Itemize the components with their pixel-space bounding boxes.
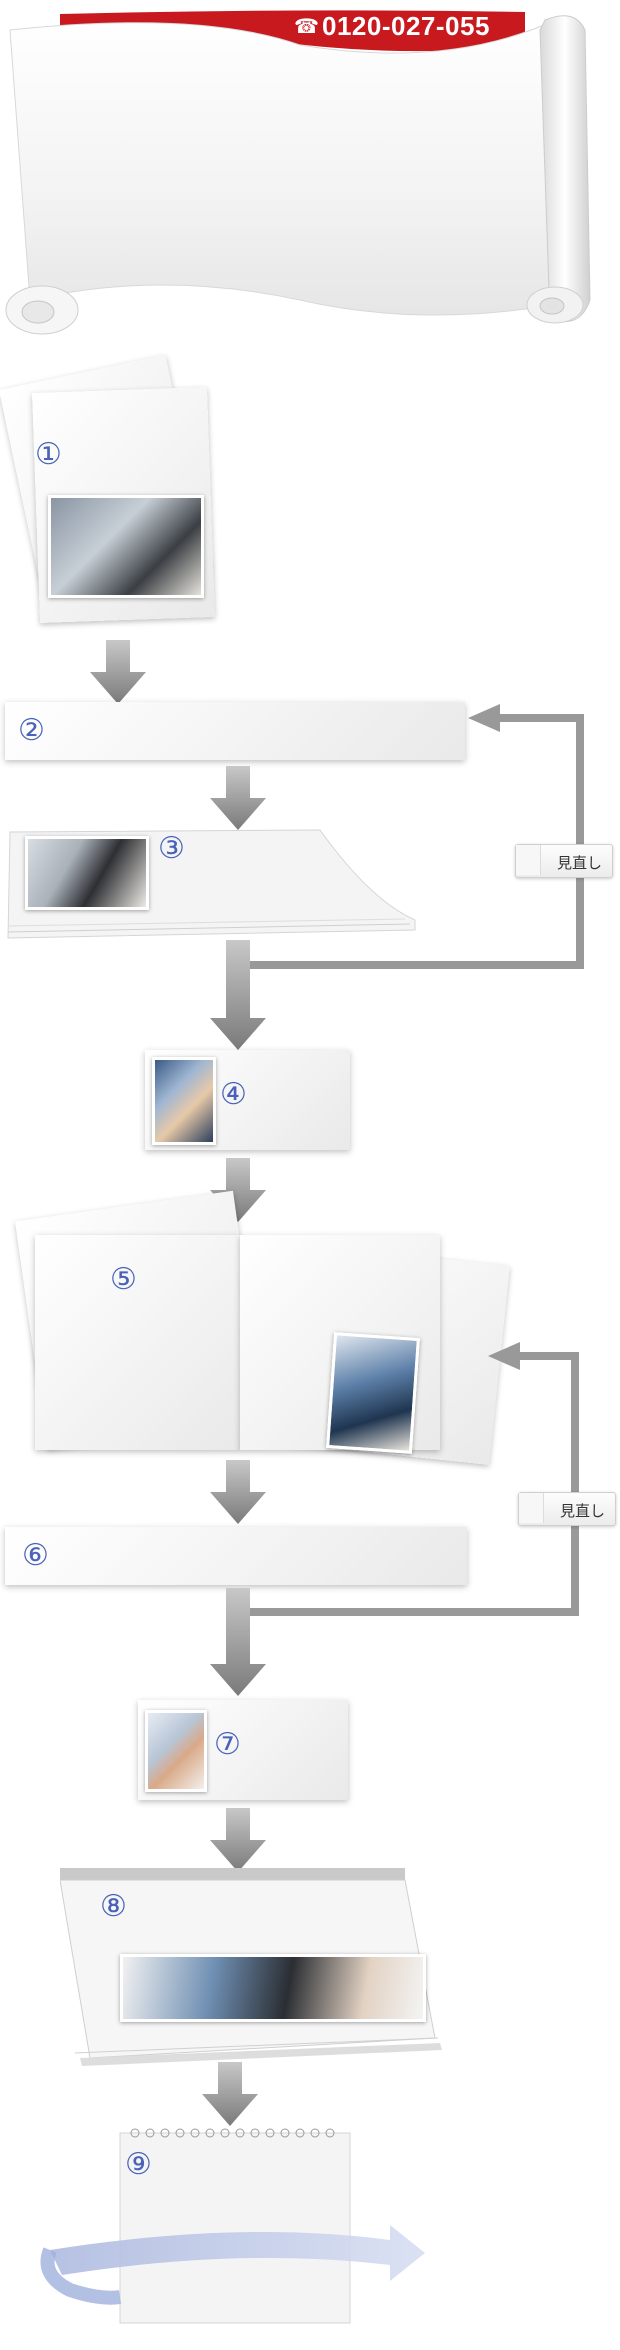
step-5-number: ⑤: [110, 1262, 137, 1297]
step-8-number: ⑧: [100, 1889, 127, 1924]
step-3-photo: [25, 836, 149, 910]
arrow-down-icon: [90, 640, 146, 704]
step-3-number: ③: [158, 831, 185, 866]
step-6-box: [5, 1527, 467, 1585]
arrow-down-icon: [210, 1460, 266, 1524]
step-6-number: ⑥: [22, 1538, 49, 1573]
step-9-calendar: [40, 2128, 425, 2324]
step-3: ③: [0, 820, 420, 940]
arrow-down-icon: [210, 1588, 266, 1696]
review-label: 見直し: [556, 854, 602, 872]
review-button-tab: [516, 845, 541, 875]
step-2-box: [5, 702, 465, 760]
review-label: 見直し: [559, 1502, 605, 1520]
header-scroll: ☎ 0120-027-055: [0, 0, 620, 345]
step-4-photo: [152, 1057, 216, 1145]
review-button-2[interactable]: 見直し: [518, 1492, 616, 1526]
arrow-down-icon: [210, 1808, 266, 1872]
step-7-number: ⑦: [214, 1727, 241, 1762]
step-9: ⑨: [40, 2125, 440, 2345]
step-1-photo: [48, 495, 204, 598]
step-1-number: ①: [35, 437, 62, 472]
step-5: ⑤: [0, 1190, 520, 1480]
step-7-photo: [145, 1710, 207, 1792]
arrow-down-icon: [210, 940, 266, 1050]
scroll-graphic: [5, 10, 591, 335]
step-8-photo: [120, 1954, 426, 2022]
step-9-number: ⑨: [125, 2147, 152, 2182]
arrow-down-icon: [202, 2062, 258, 2126]
step-1: ①: [0, 345, 270, 645]
step-8: ⑧: [59, 1868, 450, 2068]
review-button-tab: [519, 1493, 544, 1523]
phone-icon: ☎: [294, 14, 319, 38]
review-button-1[interactable]: 見直し: [515, 844, 613, 878]
step-2-number: ②: [18, 713, 45, 748]
phone-number[interactable]: 0120-027-055: [322, 11, 490, 41]
step-4-number: ④: [220, 1077, 247, 1112]
arrow-down-icon: [210, 766, 266, 830]
step-5-book-left: [35, 1235, 240, 1450]
